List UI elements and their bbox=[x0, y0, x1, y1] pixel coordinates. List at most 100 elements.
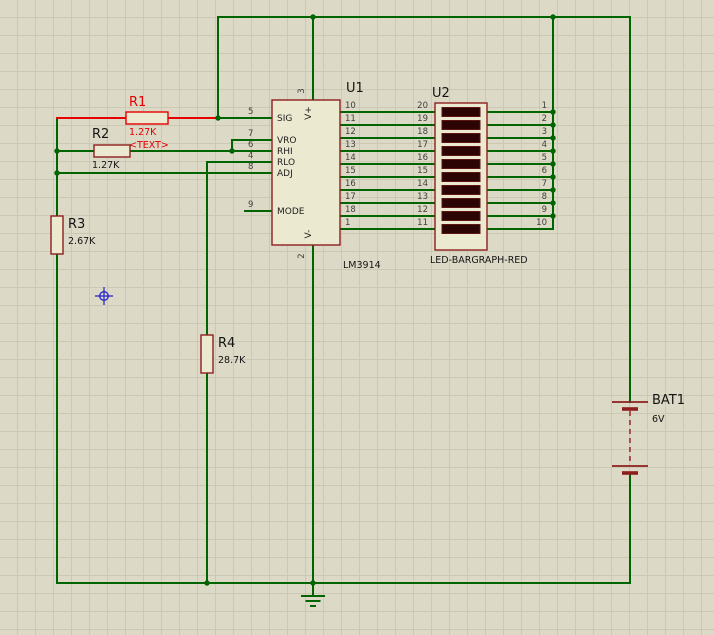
r4-ref-label[interactable]: R4 bbox=[218, 336, 235, 351]
u1-pin-name: ADJ bbox=[277, 169, 293, 179]
led-segment bbox=[441, 107, 481, 117]
r1-value-label[interactable]: 1.27K bbox=[129, 127, 157, 138]
u2-pin-number: 7 bbox=[542, 179, 547, 189]
r2-value-label[interactable]: 1.27K bbox=[92, 160, 120, 171]
u1-body[interactable] bbox=[271, 99, 341, 246]
u1-pin-number: 9 bbox=[248, 200, 253, 210]
u1-pin-number: 16 bbox=[345, 179, 356, 189]
junction-dot bbox=[310, 14, 316, 20]
u2-pin-number: 9 bbox=[542, 205, 547, 215]
component-bat1[interactable]: BAT1 6V bbox=[612, 393, 685, 475]
u2-pin-number: 1 bbox=[542, 101, 547, 111]
junction-dot bbox=[550, 14, 556, 20]
r4-value-label[interactable]: 28.7K bbox=[218, 355, 246, 366]
junction-dot bbox=[204, 580, 210, 586]
u2-pin-number: 2 bbox=[542, 114, 547, 124]
u2-ref-label[interactable]: U2 bbox=[432, 86, 450, 101]
u1-pin-number: 4 bbox=[248, 151, 253, 161]
component-r3[interactable]: R3 2.67K bbox=[50, 215, 96, 255]
u1-pin-number: 6 bbox=[248, 140, 253, 150]
u2-pin-number: 19 bbox=[417, 114, 428, 124]
r1-ref-label[interactable]: R1 bbox=[129, 95, 146, 110]
u1-pin-name: RLO bbox=[277, 158, 295, 168]
wire-ground-loop[interactable] bbox=[56, 253, 631, 584]
bat1-value-label[interactable]: 6V bbox=[652, 414, 665, 425]
u2-pin-number: 8 bbox=[542, 192, 547, 202]
led-segment bbox=[441, 224, 481, 234]
u1-pin-number: 17 bbox=[345, 192, 356, 202]
u2-pin-number: 10 bbox=[536, 218, 547, 228]
u1-part-label[interactable]: LM3914 bbox=[343, 260, 381, 271]
junction-dot bbox=[550, 109, 556, 115]
r3-body[interactable] bbox=[50, 215, 64, 255]
u1-pin-number: 11 bbox=[345, 114, 356, 124]
led-segment bbox=[441, 120, 481, 130]
u1-pin-name: RHI bbox=[277, 147, 293, 157]
u2-pin-number: 5 bbox=[542, 153, 547, 163]
junction-dot bbox=[550, 161, 556, 167]
r4-body[interactable] bbox=[200, 334, 214, 374]
u1-pin-name: SIG bbox=[277, 114, 292, 124]
component-r1[interactable]: R1 1.27K <TEXT> bbox=[125, 95, 169, 151]
bat1-ref-label[interactable]: BAT1 bbox=[652, 393, 685, 408]
junction-dot bbox=[550, 213, 556, 219]
u1-pin-number: 18 bbox=[345, 205, 356, 215]
junction-dot bbox=[550, 174, 556, 180]
r2-ref-label[interactable]: R2 bbox=[92, 127, 109, 142]
component-r2[interactable]: R2 1.27K bbox=[92, 127, 131, 171]
component-r4[interactable]: R4 28.7K bbox=[200, 334, 246, 374]
led-segment bbox=[441, 172, 481, 182]
r1-text-placeholder[interactable]: <TEXT> bbox=[129, 140, 169, 151]
u2-pin-number: 12 bbox=[417, 205, 428, 215]
junction-dot bbox=[550, 148, 556, 154]
u2-pin-number: 14 bbox=[417, 179, 428, 189]
u1-pin-number: 1 bbox=[345, 218, 350, 228]
u2-pin-number: 11 bbox=[417, 218, 428, 228]
u2-pin-number: 4 bbox=[542, 140, 547, 150]
u2-pin-number: 17 bbox=[417, 140, 428, 150]
u1-pin-number: 8 bbox=[248, 162, 253, 172]
led-segment bbox=[441, 211, 481, 221]
u1-pin-number: 7 bbox=[248, 129, 253, 139]
wires bbox=[56, 16, 631, 597]
wire-vplus-loop[interactable] bbox=[217, 16, 631, 403]
u1-pin-number: 13 bbox=[345, 140, 356, 150]
u2-pin-number: 15 bbox=[417, 166, 428, 176]
u1-pin-name: VRO bbox=[277, 136, 297, 146]
u2-pin-number: 18 bbox=[417, 127, 428, 137]
u2-part-label[interactable]: LED-BARGRAPH-RED bbox=[430, 255, 528, 266]
ground-symbol[interactable] bbox=[301, 595, 325, 607]
u1-pin-number-vminus: 2 bbox=[297, 253, 307, 258]
component-u2[interactable]: U2 LED-BARGRAPH-RED 20 19 18 17 16 15 14… bbox=[417, 86, 547, 266]
r1-body[interactable] bbox=[125, 111, 169, 125]
u1-pin-number-vplus: 3 bbox=[297, 88, 307, 93]
u1-pin-number: 10 bbox=[345, 101, 356, 111]
u2-pin-number: 20 bbox=[417, 101, 428, 111]
junction-dot bbox=[215, 115, 221, 121]
wire-vro-jog[interactable] bbox=[231, 139, 273, 152]
u1-pin-number: 14 bbox=[345, 153, 356, 163]
u1-ref-label[interactable]: U1 bbox=[346, 81, 364, 96]
r3-ref-label[interactable]: R3 bbox=[68, 217, 85, 232]
r3-value-label[interactable]: 2.67K bbox=[68, 236, 96, 247]
r2-body[interactable] bbox=[93, 144, 131, 158]
component-u1[interactable]: U1 LM3914 3 V+ 2 V- 5 7 6 4 8 9 SIG VRO … bbox=[248, 81, 381, 271]
junction-dot bbox=[550, 122, 556, 128]
u1-pin-number: 12 bbox=[345, 127, 356, 137]
u1-pin-number: 15 bbox=[345, 166, 356, 176]
junction-dot bbox=[54, 148, 60, 154]
u2-pin-number: 16 bbox=[417, 153, 428, 163]
u2-pin-number: 6 bbox=[542, 166, 547, 176]
led-segment bbox=[441, 146, 481, 156]
origin-marker bbox=[95, 287, 113, 305]
junction-dot bbox=[550, 135, 556, 141]
u1-pin-name-vplus: V+ bbox=[304, 106, 314, 120]
junction-dot bbox=[550, 187, 556, 193]
wire-rlo-to-r4[interactable] bbox=[206, 161, 273, 336]
junction-dot bbox=[310, 580, 316, 586]
u1-pin-name: MODE bbox=[277, 207, 305, 217]
junction-dot bbox=[54, 170, 60, 176]
u1-pin-name-vminus: V- bbox=[304, 230, 314, 239]
